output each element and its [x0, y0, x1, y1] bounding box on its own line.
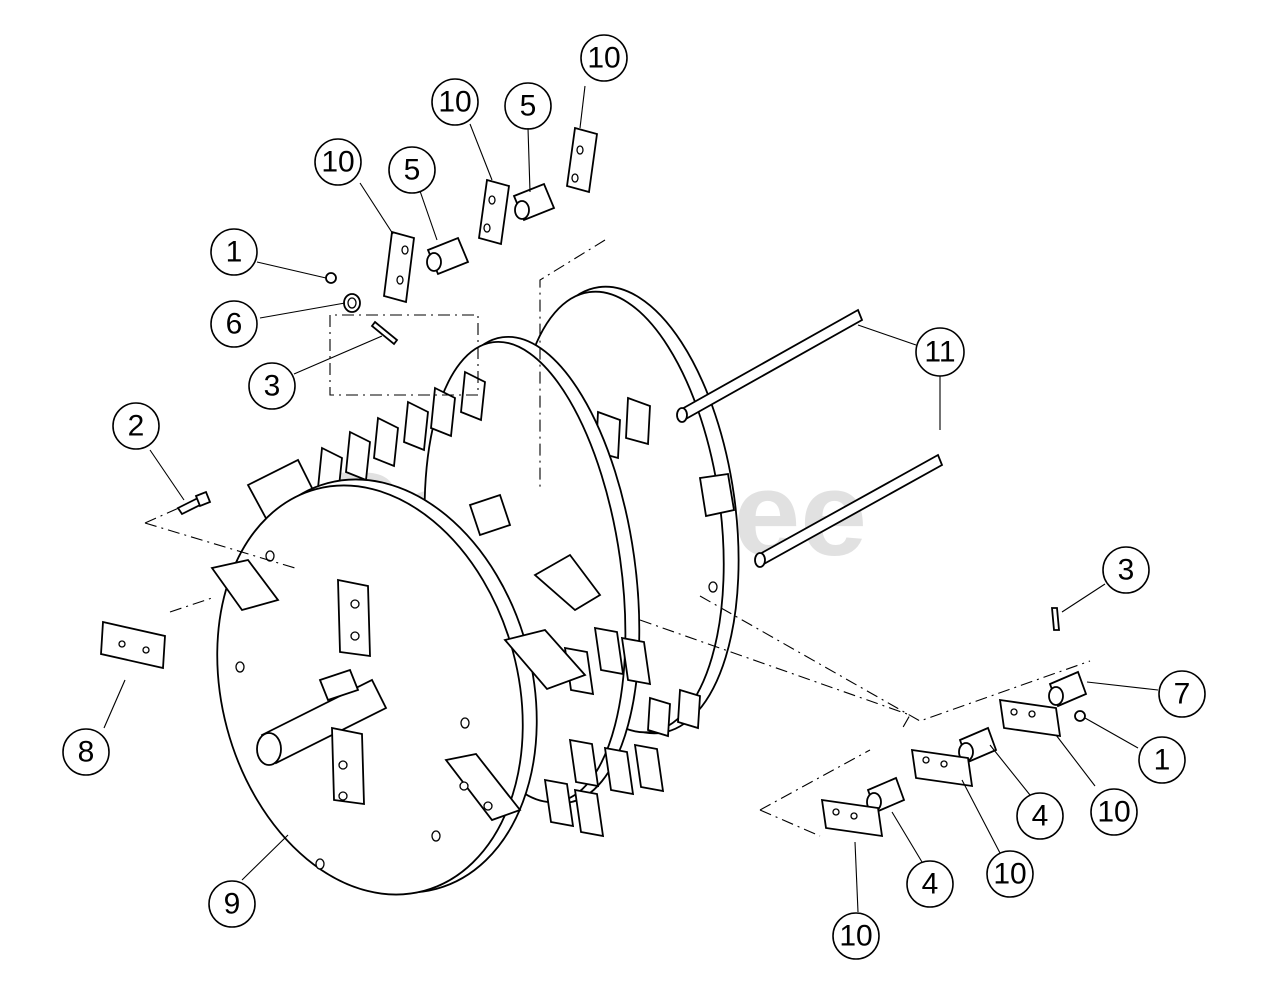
- svg-text:8: 8: [78, 736, 95, 769]
- svg-text:9: 9: [224, 888, 241, 921]
- bolt-left: [176, 490, 212, 516]
- callout-6: 6: [210, 300, 258, 348]
- svg-text:5: 5: [520, 90, 537, 123]
- callout-10-top-left: 10: [314, 138, 362, 186]
- callout-10-top-middle: 10: [431, 78, 479, 126]
- callout-5-top: 5: [504, 82, 552, 130]
- callout-10-bottom: 10: [832, 912, 880, 960]
- callout-10-top-right: 10: [580, 34, 628, 82]
- callout-4-bottom: 4: [906, 860, 954, 908]
- assembly-lines: [144, 239, 1091, 837]
- top-hammer-set: [325, 126, 598, 346]
- svg-text:1: 1: [226, 236, 243, 269]
- svg-text:11: 11: [924, 336, 955, 369]
- svg-text:10: 10: [839, 920, 872, 953]
- callout-3-top: 3: [248, 362, 296, 410]
- svg-text:2: 2: [128, 410, 145, 443]
- svg-text:3: 3: [1118, 554, 1135, 587]
- svg-text:4: 4: [922, 868, 939, 901]
- svg-text:3: 3: [264, 370, 281, 403]
- svg-text:10: 10: [587, 42, 620, 75]
- shaft-lower: [754, 453, 944, 568]
- svg-text:10: 10: [993, 858, 1026, 891]
- callout-10-bottom-middle: 10: [986, 850, 1034, 898]
- callout-1-top: 1: [210, 228, 258, 276]
- callout-3-right: 3: [1102, 546, 1150, 594]
- bottom-right-hammer-set: [820, 607, 1088, 838]
- callout-9: 9: [208, 880, 256, 928]
- callout-1-right: 1: [1138, 736, 1186, 784]
- svg-text:10: 10: [438, 86, 471, 119]
- svg-text:10: 10: [1097, 796, 1130, 829]
- front-rotor-disc: [210, 458, 587, 896]
- shaft-upper: [676, 308, 864, 423]
- callout-2: 2: [112, 402, 160, 450]
- callout-5-left: 5: [388, 146, 436, 194]
- callout-7: 7: [1158, 670, 1206, 718]
- svg-text:5: 5: [404, 154, 421, 187]
- leader-lines: [103, 85, 1159, 913]
- callout-10-right: 10: [1090, 788, 1138, 836]
- svg-text:6: 6: [226, 308, 243, 341]
- svg-text:1: 1: [1154, 744, 1171, 777]
- svg-text:4: 4: [1032, 800, 1049, 833]
- callout-4-right: 4: [1016, 792, 1064, 840]
- callout-11: 11: [915, 327, 965, 377]
- svg-text:10: 10: [321, 146, 354, 179]
- plate-left: [100, 620, 166, 670]
- callout-8: 8: [62, 728, 110, 776]
- svg-text:7: 7: [1174, 678, 1191, 711]
